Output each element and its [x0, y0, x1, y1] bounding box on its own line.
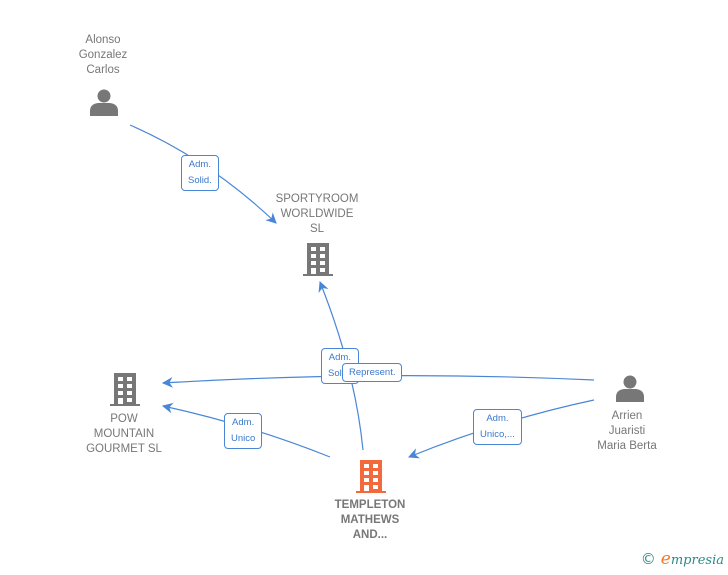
node-label-alonso[interactable]: Alonso Gonzalez Carlos	[78, 34, 128, 76]
edge-label-arrien-pow[interactable]: Represent.	[342, 363, 403, 382]
node-label-arrien[interactable]: Arrien Juaristi Maria Berta	[597, 410, 657, 452]
building-icon[interactable]	[110, 373, 140, 406]
node-label-templeton[interactable]: TEMPLETON MATHEWS AND...	[334, 499, 406, 541]
person-icon[interactable]	[616, 375, 644, 403]
building-icon[interactable]	[303, 243, 333, 276]
node-label-sportyroom[interactable]: SPORTYROOM WORLDWIDE SL	[275, 193, 359, 235]
copyright-icon: ©	[640, 550, 656, 568]
building-icon-main[interactable]	[356, 460, 386, 493]
edge-label-alonso-sportyroom[interactable]: Adm. Solid.	[181, 155, 219, 191]
empresia-logo: © empresia	[641, 549, 724, 569]
node-label-pow[interactable]: POW MOUNTAIN GOURMET SL	[86, 413, 162, 455]
brand-initial: e	[660, 549, 671, 569]
edge-label-arrien-templeton[interactable]: Adm. Unico,...	[473, 409, 522, 445]
edge-label-templeton-pow[interactable]: Adm. Unico	[224, 413, 263, 449]
brand-name-rest: mpresia	[670, 553, 724, 568]
person-icon[interactable]	[90, 89, 118, 117]
brand-name: empresia	[661, 549, 724, 569]
